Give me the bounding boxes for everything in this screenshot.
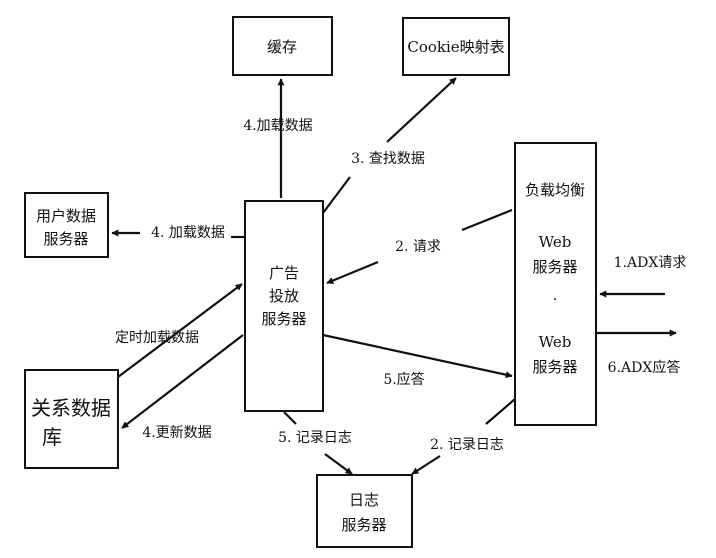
arrow-update-data — [121, 334, 244, 429]
arrow-request-part1 — [461, 208, 513, 232]
web-server-2-label-line2: 服务器 — [532, 358, 577, 376]
log-server-node: 日志 服务器 — [316, 474, 413, 548]
load-balancer-node: 负载均衡 Web 服务器 · Web 服务器 — [514, 142, 597, 426]
relational-db-node: 关系数据 库 — [24, 369, 119, 469]
label-log-from-lb: 2. 记录日志 — [430, 437, 504, 453]
label-adx-request: 1.ADX请求 — [614, 255, 687, 271]
arrow-response — [322, 333, 513, 379]
log-server-label-line1: 日志 — [349, 491, 379, 509]
arrow-lb-to-log-part1 — [485, 398, 516, 425]
ad-server-label-line1: 广告 — [269, 264, 299, 282]
arrow-ad-to-cookie-part1 — [322, 176, 351, 214]
load-balancer-title: 负载均衡 — [525, 181, 585, 199]
label-update-data: 4.更新数据 — [142, 425, 211, 441]
user-data-server-label-line2: 服务器 — [43, 230, 88, 248]
arrow-ad-to-cookie-part2 — [386, 77, 457, 143]
label-load-user-data: 4. 加载数据 — [151, 225, 225, 241]
arrow-lb-to-log-part2 — [411, 455, 441, 475]
cookie-map-node: Cookie映射表 — [402, 17, 510, 76]
arrow-ad-to-log-part1 — [283, 411, 297, 425]
ad-server-node: 广告 投放 服务器 — [244, 200, 324, 412]
ad-server-label-line2: 投放 — [269, 287, 299, 305]
cache-label: 缓存 — [267, 38, 297, 56]
log-server-label-line2: 服务器 — [341, 516, 386, 534]
label-response: 5.应答 — [383, 371, 424, 388]
user-data-server-node: 用户数据 服务器 — [24, 192, 109, 258]
arrow-request-part2 — [326, 260, 379, 285]
relational-db-label-line1: 关系数据 — [31, 396, 111, 420]
label-scheduled-load: 定时加载数据 — [115, 330, 199, 346]
cache-node: 缓存 — [232, 16, 333, 76]
ad-server-label-line3: 服务器 — [261, 310, 306, 328]
relational-db-label-line2: 库 — [42, 425, 62, 449]
cookie-map-label: Cookie映射表 — [407, 38, 504, 56]
web-server-1-label-line2: 服务器 — [532, 258, 577, 276]
label-lookup-cookie: 3. 查找数据 — [351, 151, 425, 167]
arrow-scheduled-load — [117, 283, 243, 378]
user-data-server-label-line1: 用户数据 — [36, 207, 96, 225]
web-server-1-label-line1: Web — [539, 233, 572, 251]
arrow-ad-to-log-part2 — [324, 453, 353, 475]
label-adx-response: 6.ADX应答 — [608, 359, 681, 376]
label-load-cache: 4.加载数据 — [243, 118, 312, 134]
web-server-ellipsis: · — [553, 290, 558, 308]
web-server-2-label-line1: Web — [539, 333, 572, 351]
label-log-from-ad: 5. 记录日志 — [278, 430, 352, 446]
label-request: 2. 请求 — [395, 239, 441, 255]
